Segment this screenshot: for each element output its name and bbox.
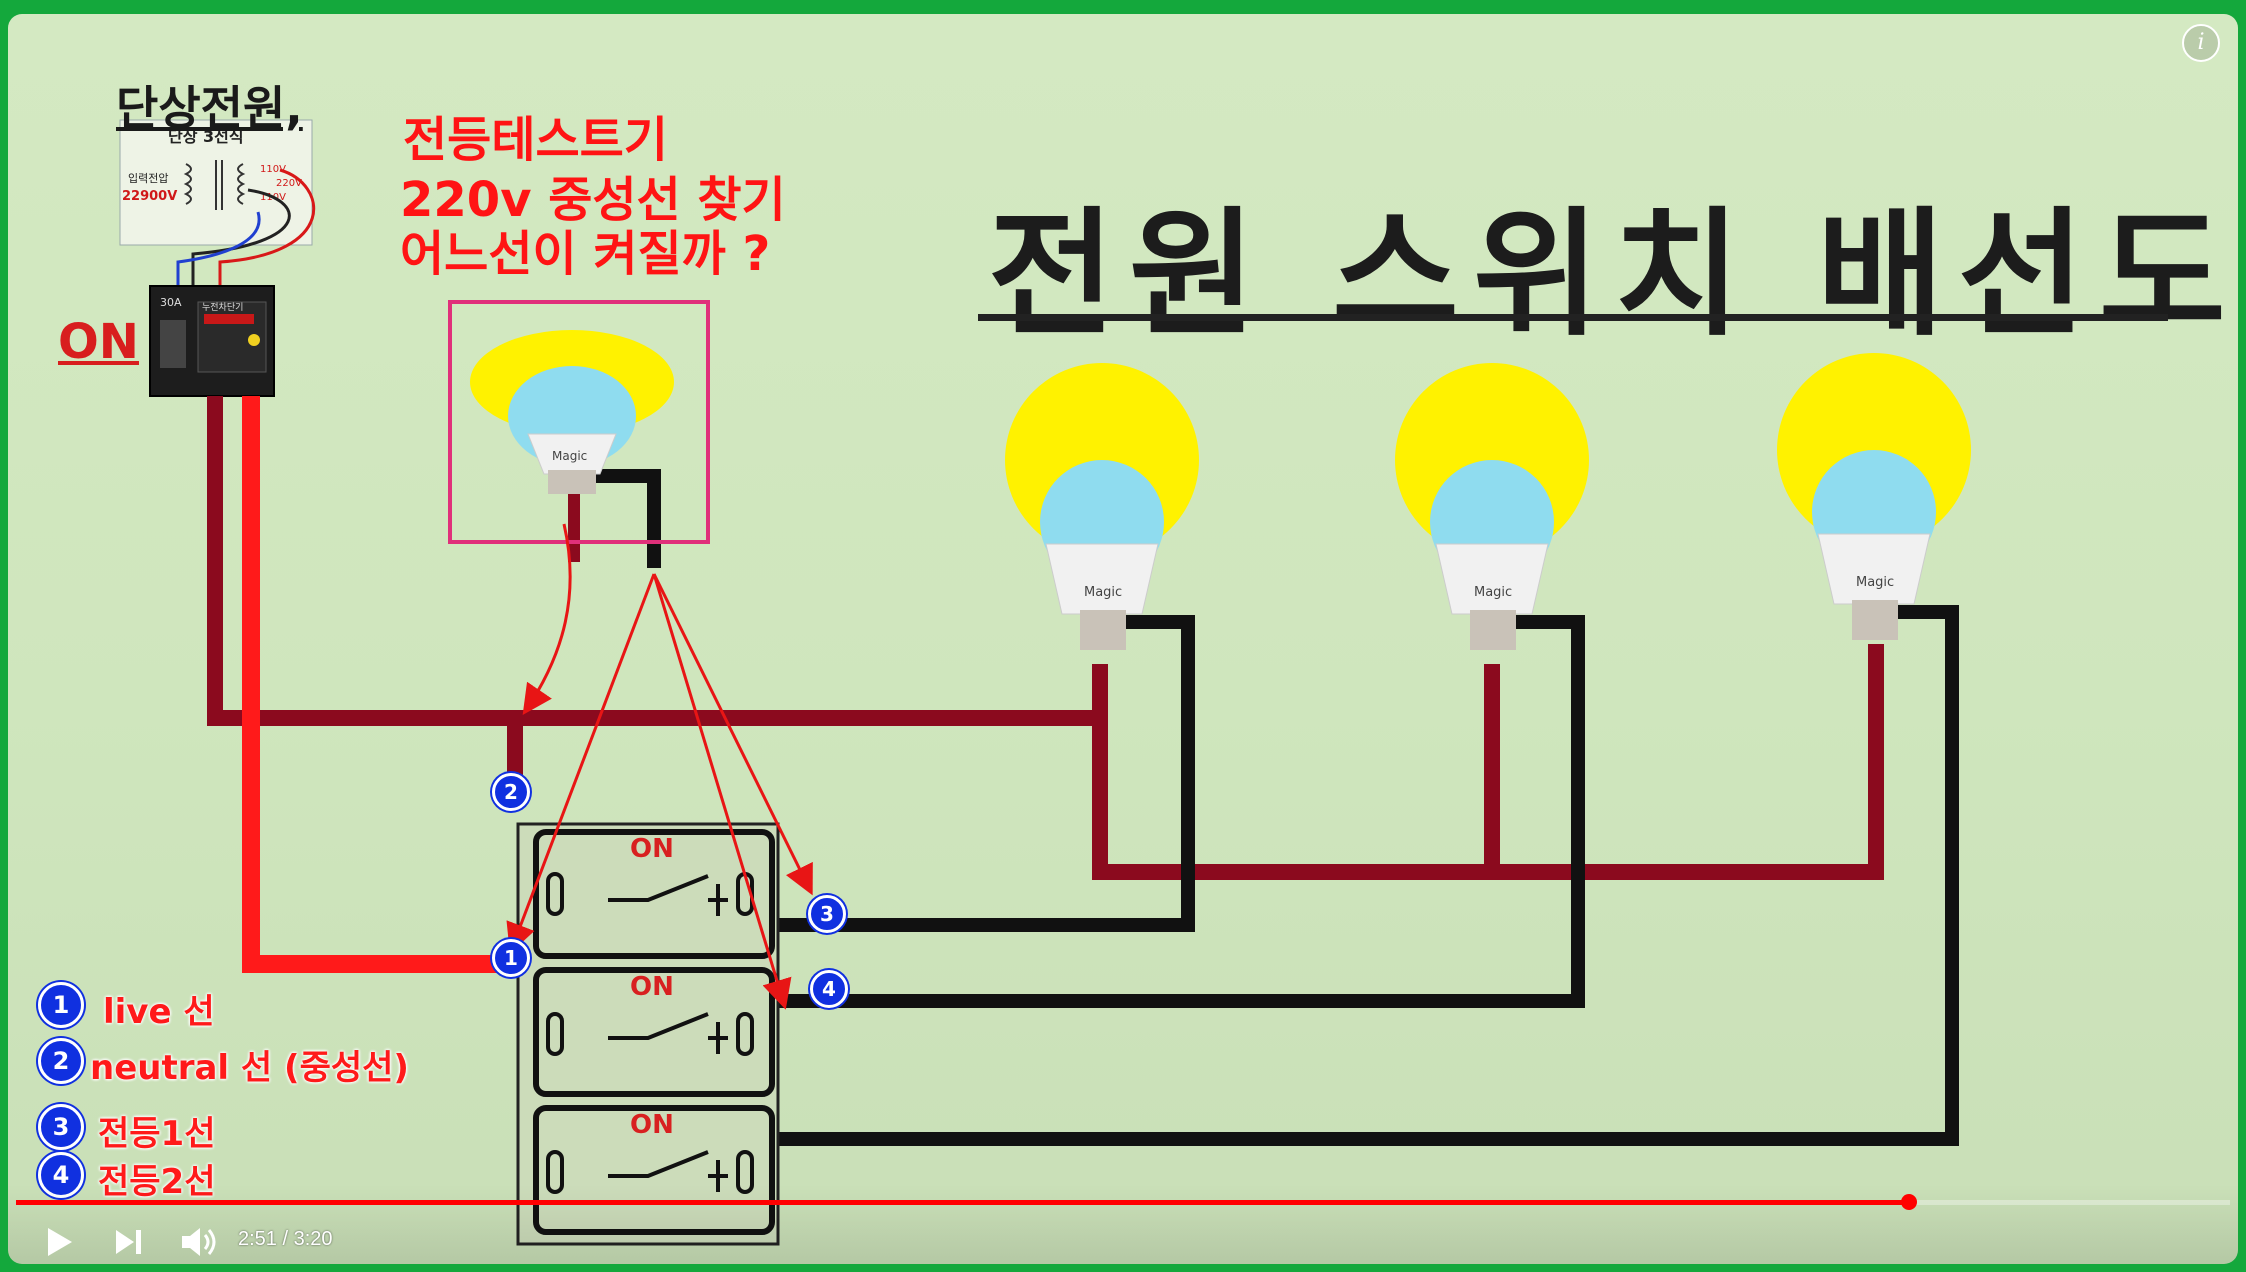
node-badge-2: 2 — [492, 773, 530, 811]
bulb-brand: Magic — [1856, 575, 1894, 590]
transformer-input-label: 입력전압 — [128, 172, 168, 185]
switch-2-on-label: ON — [630, 972, 674, 1002]
transformer-diagram: 단상 3선식 입력전압 22900V 110V 220V 110V — [119, 119, 316, 292]
tester-title-line-2: 220v 중성선 찾기 — [400, 172, 786, 228]
transformer-coil-primary — [183, 163, 192, 205]
legend-text-4: 전등2선 — [98, 1162, 216, 1202]
play-icon[interactable] — [38, 1222, 78, 1262]
legend-text-3: 전등1선 — [98, 1114, 216, 1154]
info-icon[interactable]: i — [2182, 24, 2220, 62]
transformer-title: 단상 3선식 — [168, 127, 244, 146]
volume-icon[interactable] — [176, 1222, 220, 1262]
tester-title-line-3: 어느선이 켜질까 ? — [400, 226, 771, 282]
light-bulb-1: Magic — [1005, 363, 1199, 650]
diagram-title: 전원 스위치 배선도 — [988, 194, 2238, 355]
transformer-input-voltage: 22900V — [122, 189, 177, 204]
progress-bar[interactable] — [16, 1194, 2230, 1210]
switch-1-on-label: ON — [630, 834, 674, 864]
legend-badge-3: 3 — [38, 1104, 84, 1150]
bulb-brand: Magic — [1474, 585, 1512, 600]
legend-text-2: neutral 선 (중성선) — [90, 1048, 409, 1088]
breaker-on-label: ON — [58, 314, 139, 370]
breaker-rating: 30A — [160, 296, 182, 309]
light-bulb-2: Magic — [1395, 363, 1589, 650]
tester-arrows — [506, 523, 813, 1010]
next-icon[interactable] — [108, 1222, 148, 1262]
video-player[interactable]: 단상 3선식 입력전압 22900V 110V 220V 110V 30A 누전… — [8, 14, 2238, 1264]
breaker-name: 누전차단기 — [202, 301, 243, 313]
wiring-diagram: 단상 3선식 입력전압 22900V 110V 220V 110V 30A 누전… — [119, 119, 1971, 1246]
transformer-out-110-a: 110V — [260, 164, 286, 175]
legend-badge-4: 4 — [38, 1152, 84, 1198]
tester-highlight-box — [448, 300, 710, 544]
legend-badge-2: 2 — [38, 1038, 84, 1084]
transformer-coil-secondary — [237, 163, 246, 205]
tester-title-line-1: 전등테스트기 — [403, 112, 668, 168]
node-badge-4: 4 — [810, 970, 848, 1008]
progress-fill — [16, 1200, 1909, 1205]
legend-badge-1: 1 — [38, 982, 84, 1028]
node-badge-3: 3 — [808, 895, 846, 933]
progress-scrubber[interactable] — [1900, 1194, 1917, 1210]
bulb-brand: Magic — [1084, 585, 1122, 600]
time-display: 2:51 / 3:20 — [238, 1228, 333, 1250]
single-phase-label: 단상전원, — [116, 81, 303, 135]
tester-bulb: Magic — [470, 330, 674, 494]
node-badge-1: 1 — [492, 939, 530, 977]
legend-text-1: live 선 — [103, 992, 215, 1032]
switch-panel — [516, 822, 780, 1246]
switch-1 — [533, 829, 775, 959]
title-underline — [978, 314, 2168, 321]
player-controls — [8, 1184, 2238, 1264]
circuit-breaker: 30A 누전차단기 — [149, 285, 275, 397]
switch-3-on-label: ON — [630, 1110, 674, 1140]
lamp-wires — [596, 469, 1959, 1146]
bulb-brand: Magic — [552, 449, 587, 463]
neutral-wire — [207, 396, 1884, 880]
light-bulb-3: Magic — [1777, 353, 1971, 640]
switch-3 — [533, 1105, 775, 1235]
switch-2 — [533, 967, 775, 1097]
transformer-out-220: 220V — [276, 178, 302, 189]
